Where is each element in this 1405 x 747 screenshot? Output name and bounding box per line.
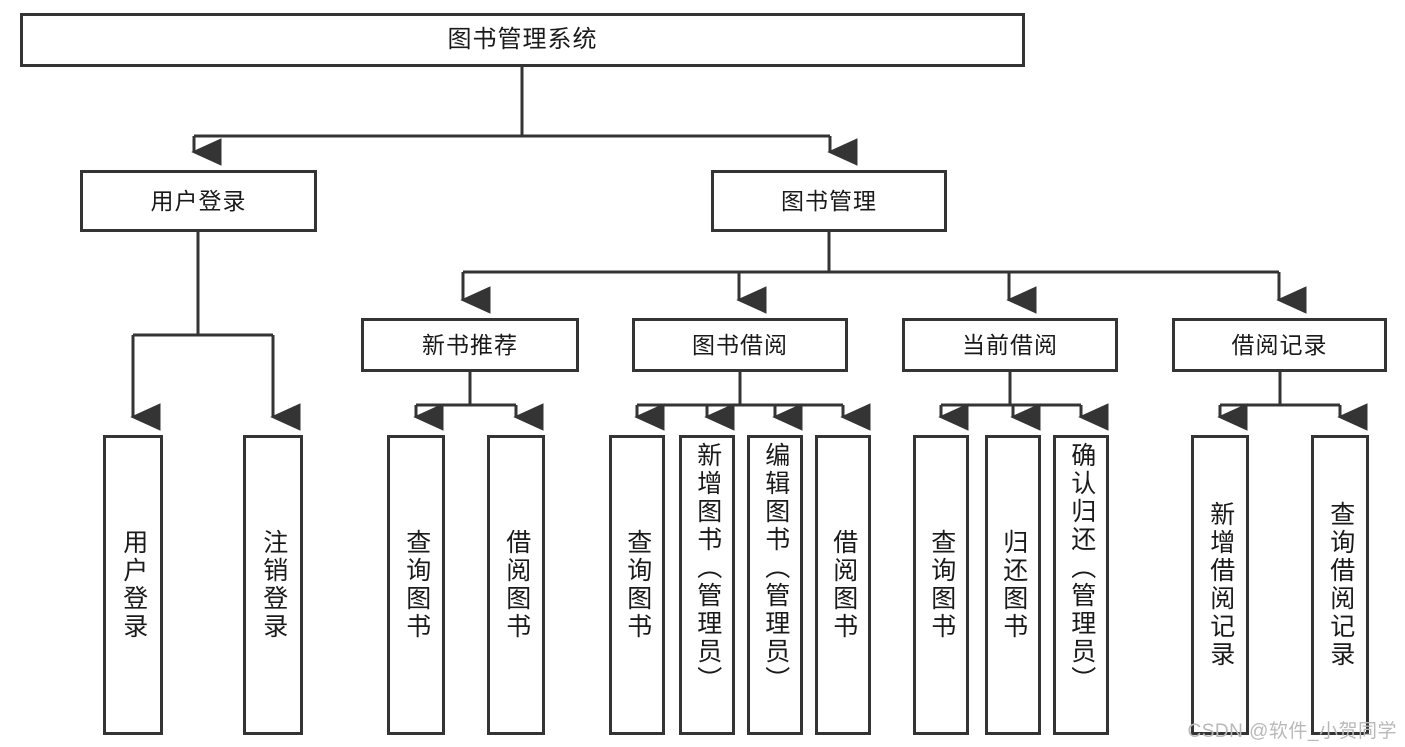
node-leaf-query-book-2[interactable]: 查询图书 — [609, 435, 665, 735]
node-user-login[interactable]: 用户登录 — [80, 170, 317, 232]
node-leaf-query-record-label: 查询借阅记录 — [1326, 501, 1355, 669]
node-root[interactable]: 图书管理系统 — [20, 13, 1025, 67]
node-root-label: 图书管理系统 — [447, 26, 598, 53]
node-leaf-add-book-label: 新增图书（管理员） — [693, 442, 722, 694]
node-leaf-add-record-label: 新增借阅记录 — [1206, 501, 1235, 669]
node-leaf-edit-book[interactable]: 编辑图书（管理员） — [747, 435, 803, 735]
node-leaf-edit-book-label: 编辑图书（管理员） — [761, 442, 790, 694]
node-book-management[interactable]: 图书管理 — [711, 170, 947, 232]
node-leaf-query-book-2-label: 查询图书 — [623, 529, 652, 641]
node-leaf-borrow-book-1-label: 借阅图书 — [502, 529, 531, 641]
node-leaf-query-record[interactable]: 查询借阅记录 — [1311, 435, 1369, 735]
node-current-borrow-label: 当前借阅 — [962, 331, 1058, 358]
node-leaf-logout[interactable]: 注销登录 — [243, 435, 303, 735]
node-leaf-return-book[interactable]: 归还图书 — [985, 435, 1041, 735]
node-new-book-recommend-label: 新书推荐 — [422, 331, 518, 358]
node-leaf-user-login[interactable]: 用户登录 — [103, 435, 163, 735]
node-leaf-confirm-return-label: 确认归还（管理员） — [1067, 442, 1096, 694]
node-leaf-query-book-1-label: 查询图书 — [402, 529, 431, 641]
node-leaf-query-book-1[interactable]: 查询图书 — [387, 435, 445, 735]
node-book-management-label: 图书管理 — [781, 187, 877, 214]
node-current-borrow[interactable]: 当前借阅 — [902, 318, 1118, 372]
node-leaf-user-login-label: 用户登录 — [119, 529, 148, 641]
node-leaf-return-book-label: 归还图书 — [999, 529, 1028, 641]
node-leaf-query-book-3-label: 查询图书 — [927, 529, 956, 641]
node-book-borrow[interactable]: 图书借阅 — [632, 318, 848, 372]
node-leaf-confirm-return[interactable]: 确认归还（管理员） — [1053, 435, 1109, 735]
node-leaf-add-book[interactable]: 新增图书（管理员） — [679, 435, 735, 735]
node-leaf-logout-label: 注销登录 — [259, 529, 288, 641]
node-borrow-record-label: 借阅记录 — [1231, 331, 1328, 358]
node-book-borrow-label: 图书借阅 — [692, 331, 788, 358]
watermark: CSDN @软件_小贺同学 — [1187, 721, 1397, 742]
node-borrow-record[interactable]: 借阅记录 — [1172, 318, 1387, 372]
node-leaf-add-record[interactable]: 新增借阅记录 — [1191, 435, 1249, 735]
node-leaf-query-book-3[interactable]: 查询图书 — [913, 435, 969, 735]
node-leaf-borrow-book-2-label: 借阅图书 — [829, 529, 858, 641]
node-user-login-label: 用户登录 — [150, 187, 247, 214]
node-leaf-borrow-book-2[interactable]: 借阅图书 — [815, 435, 871, 735]
node-leaf-borrow-book-1[interactable]: 借阅图书 — [487, 435, 545, 735]
node-new-book-recommend[interactable]: 新书推荐 — [361, 318, 579, 372]
